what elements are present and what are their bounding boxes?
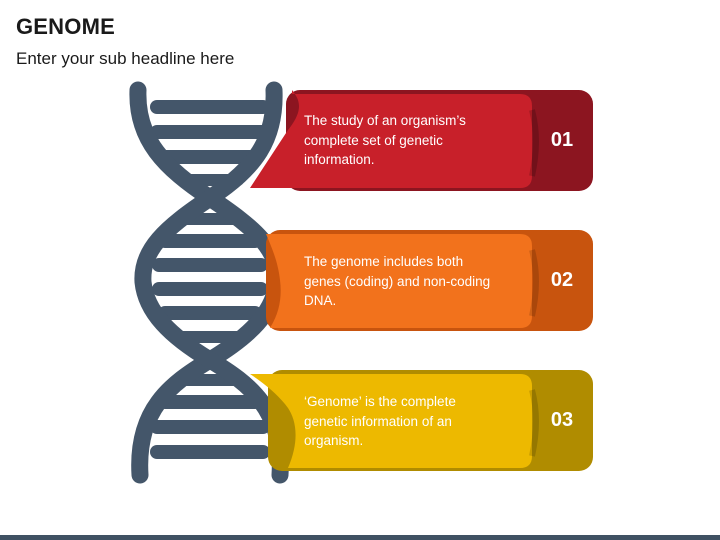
dna-rung — [152, 282, 268, 296]
dna-rung — [158, 306, 262, 320]
card-2-text: The genome includes both genes (coding) … — [304, 254, 491, 308]
card-1-text: The study of an organism’s complete set … — [304, 113, 466, 167]
card-3-text: ‘Genome’ is the complete genetic informa… — [304, 394, 456, 448]
dna-rung — [150, 445, 270, 459]
dna-rung — [158, 234, 262, 248]
dna-rung — [150, 125, 270, 139]
page-title: GENOME — [16, 14, 115, 39]
card-1-number: 01 — [550, 129, 574, 151]
dna-rung — [158, 150, 262, 164]
dna-rung — [150, 100, 270, 114]
dna-rung — [150, 420, 270, 434]
card-3-number: 03 — [550, 409, 574, 431]
page-subtitle: Enter your sub headline here — [16, 49, 235, 68]
dna-rung — [158, 395, 262, 409]
dna-rung — [152, 258, 268, 272]
card-2-number: 02 — [550, 269, 574, 291]
footer-bar — [0, 535, 720, 540]
